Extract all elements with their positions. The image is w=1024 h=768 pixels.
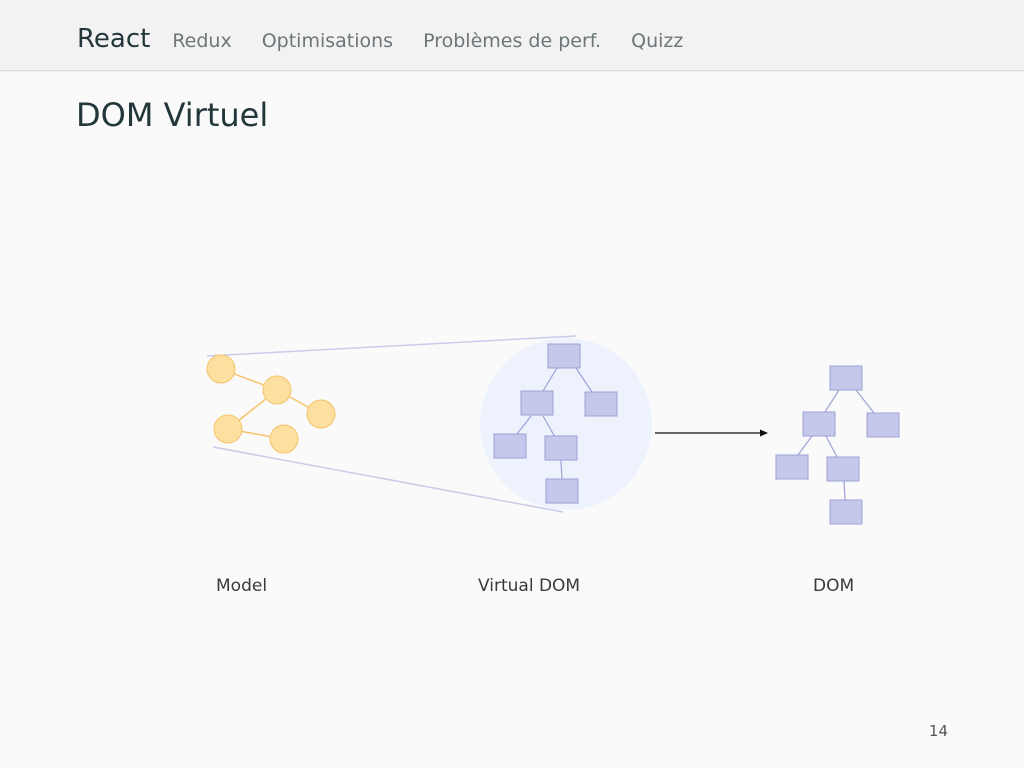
top-navigation-bar: React Redux Optimisations Problèmes de p… (0, 0, 1024, 71)
tree-node (493, 433, 527, 459)
tree-node (775, 454, 809, 480)
tree-edge (825, 435, 838, 458)
caption-model: Model (216, 576, 268, 596)
tree-edge (542, 367, 558, 392)
tree-node (829, 499, 863, 525)
tree-node (826, 456, 860, 482)
tree-node (520, 390, 554, 416)
tree-edge (824, 389, 840, 413)
tree-edge (797, 435, 813, 456)
page-number: 14 (928, 722, 948, 740)
model-node (262, 375, 292, 405)
tree-edge (855, 389, 875, 414)
nav-item-redux[interactable]: Redux (172, 30, 232, 52)
tree-edge (843, 480, 846, 501)
lens-line-bottom (212, 446, 564, 513)
tree-edge (560, 459, 563, 481)
tree-edge (516, 415, 532, 435)
magnifier-circle (480, 338, 652, 510)
model-node (213, 414, 243, 444)
tree-node (584, 391, 618, 417)
tree-node (545, 478, 579, 504)
nav-item-optimisations[interactable]: Optimisations (261, 30, 394, 52)
model-graph (206, 354, 336, 454)
model-node (206, 354, 236, 384)
tree-edge (575, 367, 593, 393)
virtual-dom-tree (493, 343, 618, 504)
dom-tree (775, 365, 900, 525)
nav-item-react[interactable]: React (77, 24, 151, 54)
tree-node (547, 343, 581, 369)
caption-virtual-dom: Virtual DOM (478, 576, 581, 596)
nav-item-problemes-de-perf[interactable]: Problèmes de perf. (423, 30, 602, 52)
render-arrow (655, 429, 768, 437)
tree-node (544, 435, 578, 461)
tree-node (866, 412, 900, 438)
tree-node (829, 365, 863, 391)
nav-item-quizz[interactable]: Quizz (631, 30, 684, 52)
model-node (269, 424, 299, 454)
lens-line-top (206, 335, 577, 357)
tree-edge (542, 415, 556, 438)
tree-node (802, 411, 836, 437)
caption-dom: DOM (813, 576, 855, 596)
slide-title: DOM Virtuel (76, 96, 269, 134)
section-nav: React Redux Optimisations Problèmes de p… (77, 24, 713, 54)
model-node (306, 399, 336, 429)
